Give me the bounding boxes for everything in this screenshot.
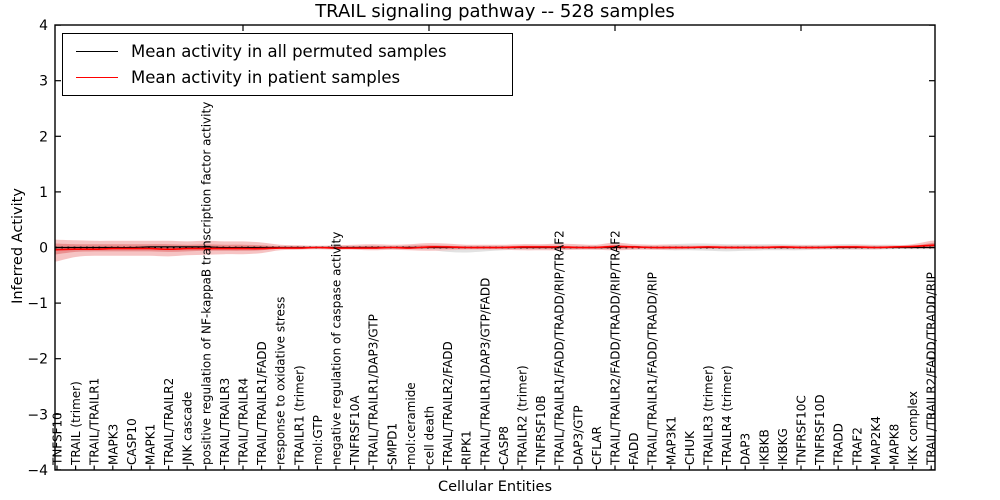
x-tick-label: CASP8 bbox=[497, 426, 511, 465]
x-tick-label: IKK complex bbox=[906, 391, 920, 465]
x-tick-label: negative regulation of caspase activity bbox=[330, 232, 344, 465]
x-tick-label: mol:ceramide bbox=[404, 382, 418, 465]
legend-item-permuted: Mean activity in all permuted samples bbox=[63, 39, 512, 63]
x-tick-label: cell death bbox=[423, 406, 437, 465]
y-tick-label: −2 bbox=[27, 352, 48, 368]
legend-item-patient: Mean activity in patient samples bbox=[63, 66, 512, 90]
x-tick-label: TRAIL/TRAILR1/FADD/TRADD/RIP bbox=[646, 272, 660, 466]
x-tick-label: TRAIL/TRAILR1/FADD/TRADD/RIP/TRAF2 bbox=[553, 230, 567, 466]
x-tick-label: DAP3/GTP bbox=[571, 405, 585, 465]
legend-line-black bbox=[76, 50, 118, 52]
y-tick-label: −3 bbox=[27, 407, 48, 423]
y-tick-label: −4 bbox=[27, 463, 48, 479]
y-axis-label: Inferred Activity bbox=[10, 188, 26, 304]
x-tick-label: CHUK bbox=[683, 430, 697, 465]
y-tick-label: 4 bbox=[39, 18, 48, 34]
patient-mean-line bbox=[55, 244, 935, 251]
x-tick-label: CASP10 bbox=[125, 418, 139, 465]
y-tick-label: 3 bbox=[39, 74, 48, 90]
legend-label: Mean activity in all permuted samples bbox=[131, 41, 447, 61]
x-tick-label: FADD bbox=[627, 433, 641, 466]
x-tick-label: TRADD bbox=[832, 423, 846, 466]
x-tick-label: IKBKG bbox=[776, 428, 790, 465]
x-tick-label: TNFRSF10B bbox=[534, 395, 548, 466]
axis-ticks bbox=[55, 24, 935, 471]
x-tick-label: positive regulation of NF-kappaB transcr… bbox=[199, 102, 213, 465]
x-tick-label: TRAILR1 (trimer) bbox=[292, 365, 306, 466]
x-tick-label: CFLAR bbox=[590, 426, 604, 465]
x-tick-label: RIPK1 bbox=[460, 430, 474, 465]
y-tick-label: −1 bbox=[27, 296, 48, 312]
x-tick-label: TRAILR2 (trimer) bbox=[516, 365, 530, 466]
x-tick-label: TRAILR3 (trimer) bbox=[702, 365, 716, 466]
x-tick-label: TRAIL/TRAILR4 bbox=[237, 378, 251, 466]
x-tick-label: MAP3K1 bbox=[664, 416, 678, 465]
x-tick-label: TRAIL/TRAILR2/FADD/TRADD/RIP bbox=[925, 272, 939, 466]
x-tick-label: TRAIL (trimer) bbox=[69, 381, 83, 466]
y-tick-label: 1 bbox=[39, 185, 48, 201]
y-tick-label: 0 bbox=[39, 241, 48, 257]
x-tick-label: TNFRSF10D bbox=[813, 394, 827, 466]
x-tick-label: TRAIL/TRAILR2/FADD bbox=[441, 341, 455, 466]
patient-samples-spread-outer-band bbox=[55, 239, 935, 262]
x-tick-label: MAPK1 bbox=[144, 424, 158, 465]
x-tick-label: MAP2K4 bbox=[869, 416, 883, 465]
legend-box: Mean activity in all permuted samples Me… bbox=[62, 33, 513, 96]
x-tick-label: TRAIL/TRAILR3 bbox=[218, 378, 232, 466]
x-tick-label: TRAF2 bbox=[850, 427, 864, 466]
x-tick-label: TRAIL/TRAILR2 bbox=[162, 378, 176, 466]
x-tick-label: TNFRSF10A bbox=[348, 395, 362, 466]
x-tick-label: TNFSF10 bbox=[51, 412, 65, 466]
x-tick-label: TRAIL/TRAILR1/FADD bbox=[255, 341, 269, 466]
x-tick-label: TRAIL/TRAILR1/DAP3/GTP bbox=[367, 314, 381, 466]
x-tick-label: JNK cascade bbox=[181, 392, 195, 466]
x-tick-label: TRAIL/TRAILR1 bbox=[88, 378, 102, 466]
x-tick-label: mol:GTP bbox=[311, 415, 325, 465]
x-tick-label: TRAILR4 (trimer) bbox=[720, 365, 734, 466]
x-tick-label: TRAIL/TRAILR2/FADD/TRADD/RIP/TRAF2 bbox=[609, 230, 623, 466]
x-tick-label: IKBKB bbox=[757, 429, 771, 465]
x-tick-label: TNFRSF10C bbox=[795, 395, 809, 466]
x-axis-label: Cellular Entities bbox=[437, 479, 553, 495]
x-tick-label: MAPK8 bbox=[888, 424, 902, 465]
legend-line-red bbox=[76, 77, 118, 79]
y-tick-label: 2 bbox=[39, 129, 48, 145]
x-tick-label: TRAIL/TRAILR1/DAP3/GTP/FADD bbox=[478, 278, 492, 466]
chart-title: TRAIL signaling pathway -- 528 samples bbox=[315, 1, 675, 22]
plot-area bbox=[55, 239, 935, 262]
x-tick-label: SMPD1 bbox=[385, 423, 399, 465]
y-tick-labels: 4 3 2 1 0 −1 −2 −3 −4 bbox=[27, 18, 48, 479]
x-tick-label: response to oxidative stress bbox=[274, 297, 288, 465]
x-tick-label: DAP3 bbox=[739, 433, 753, 465]
legend-label: Mean activity in patient samples bbox=[131, 68, 401, 88]
x-tick-label: MAPK3 bbox=[106, 424, 120, 465]
